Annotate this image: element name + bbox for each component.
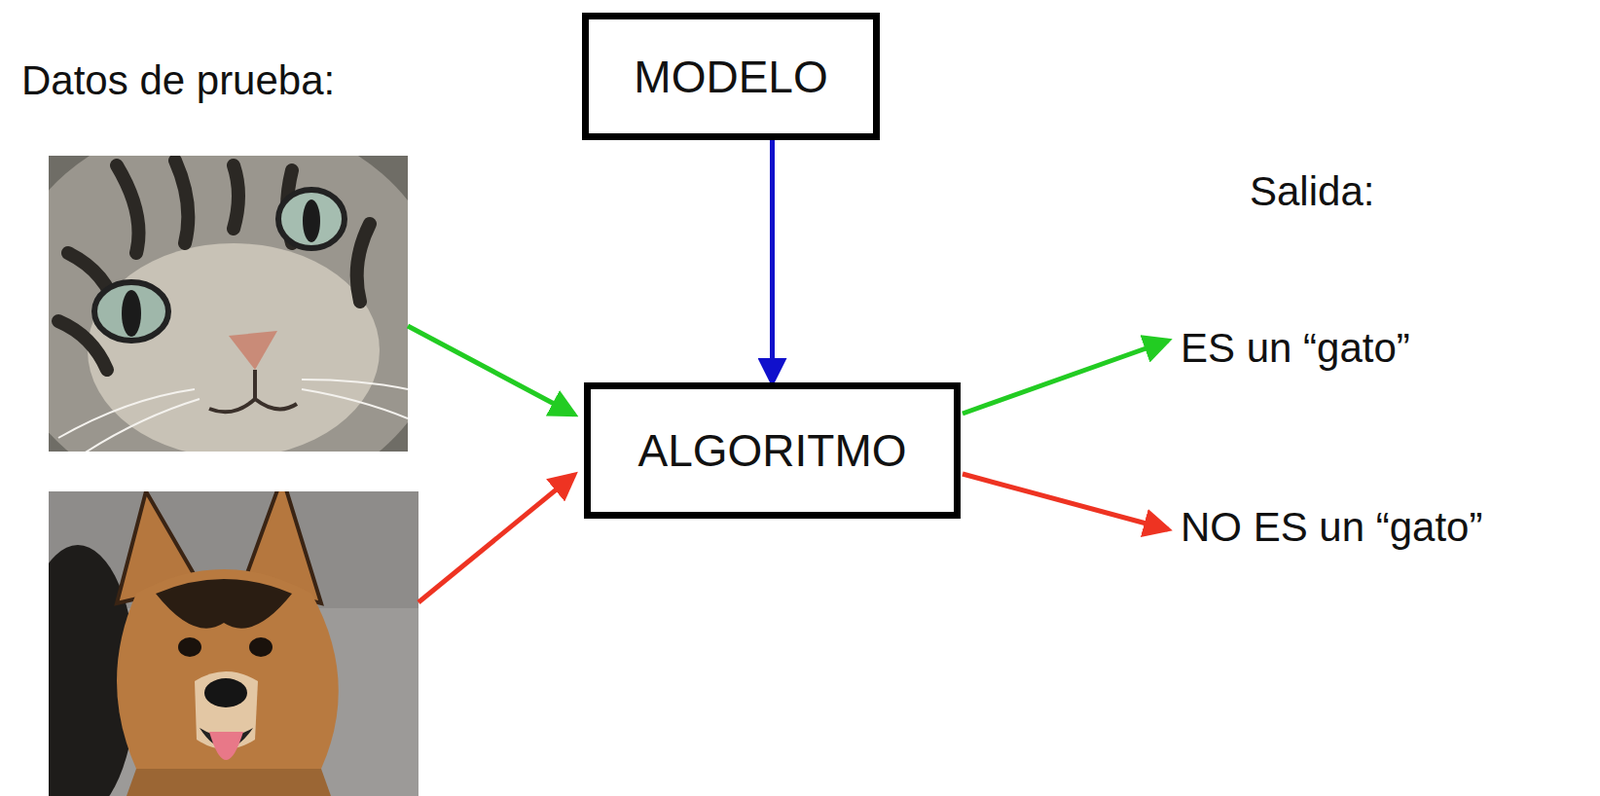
box-label: ALGORITMO [637, 424, 907, 477]
output-label: NO ES un “gato” [1180, 505, 1483, 550]
output-arrow [962, 340, 1168, 414]
output-label: ES un “gato” [1180, 326, 1411, 371]
connector-arrow [769, 140, 775, 383]
output-arrow [962, 473, 1168, 530]
box-label: MODELO [633, 50, 828, 104]
section-heading: Salida: [1249, 169, 1375, 215]
input-arrow [418, 474, 575, 603]
cat-photo [48, 155, 408, 452]
section-heading: Datos de prueba: [21, 58, 335, 104]
dog-photo [48, 491, 419, 796]
process-box: MODELO [581, 12, 880, 141]
input-arrow [407, 326, 575, 415]
process-box: ALGORITMO [583, 382, 961, 519]
